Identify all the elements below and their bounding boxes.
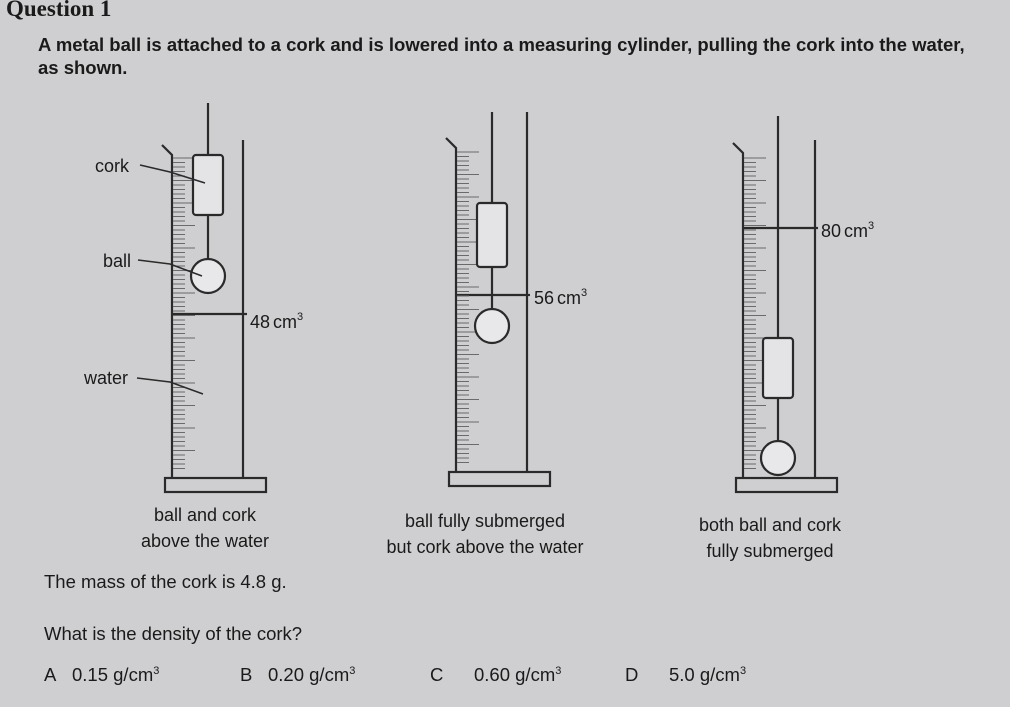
question-intro: A metal ball is attached to a cork and i… — [38, 34, 965, 78]
cork-shape-3 — [761, 336, 795, 400]
caption-3: both ball and cork fully submerged — [698, 515, 842, 561]
option-value: 0.15 g/cm — [72, 664, 154, 685]
cork-shape-1 — [191, 153, 225, 217]
option-value: 0.60 g/cm — [474, 664, 556, 685]
ball-shape-2 — [473, 307, 511, 345]
option-value: 5.0 g/cm — [669, 664, 740, 685]
cylinder-3 — [732, 116, 839, 494]
ball-shape-1 — [189, 257, 227, 295]
question-line: What is the density of the cork? — [44, 623, 303, 644]
label-water: water — [83, 368, 128, 388]
mass-statement: The mass of the cork is 4.8 g. — [44, 571, 287, 592]
cylinder-2 — [445, 112, 552, 488]
ball-shape-3 — [759, 439, 797, 477]
caption-1: ball and cork above the water — [140, 505, 270, 551]
label-cork: cork — [95, 156, 130, 176]
option-letter: A — [44, 664, 57, 685]
cylinder-1 — [136, 103, 268, 494]
label-ball: ball — [103, 251, 131, 271]
option-letter: D — [625, 664, 639, 685]
option-value: 0.20 g/cm — [268, 664, 350, 685]
cork-shape-2 — [475, 201, 509, 269]
caption-2: ball fully submerged but cork above the … — [386, 511, 584, 557]
option-letter: B — [240, 664, 253, 685]
question-heading: Question 1 — [6, 0, 112, 21]
option-letter: C — [430, 664, 444, 685]
